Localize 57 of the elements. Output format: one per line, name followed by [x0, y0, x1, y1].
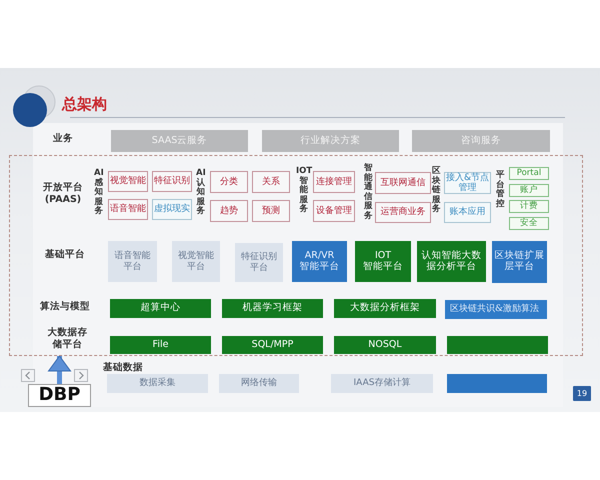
group-label: AI感知服务	[94, 169, 104, 217]
storage-bar	[447, 336, 548, 354]
data-box	[447, 374, 547, 393]
data-box: 网络传输	[219, 374, 299, 393]
group-label: 区块链服务	[432, 167, 441, 215]
title: 总架构	[62, 95, 107, 114]
group-label: 平台管控	[496, 171, 505, 210]
control-box: 计费	[509, 200, 549, 213]
page-number: 19	[573, 386, 591, 401]
function-box: 关系	[252, 171, 290, 193]
function-box: 虚拟现实	[152, 199, 192, 220]
framework-bar: 超算中心	[110, 299, 211, 318]
platform-box: 区块链扩展层平台	[492, 241, 547, 283]
row-label: 基础数据	[103, 362, 143, 374]
control-box: 安全	[509, 217, 549, 230]
storage-bar: File	[110, 336, 211, 354]
row-label: 开放平台 (PAAS)	[42, 182, 84, 207]
service-box: SAAS云服务	[111, 130, 248, 152]
group-label: AI认知服务	[196, 169, 206, 217]
row-label: 算法与模型	[39, 301, 91, 314]
data-box: IAAS存储计算	[331, 374, 433, 393]
service-box: 咨询服务	[412, 130, 550, 152]
group-label: 智能通信服务	[364, 164, 373, 222]
function-box: 账本应用	[444, 202, 491, 223]
framework-bar: 机器学习框架	[222, 299, 323, 318]
row-label: 基础平台	[44, 249, 86, 262]
function-box: 设备管理	[313, 200, 355, 222]
platform-box: 特征识别平台	[235, 243, 283, 282]
platform-box: IOT 智能平台	[355, 241, 411, 282]
function-box: 趋势	[210, 200, 248, 222]
function-box: 连接管理	[313, 171, 355, 193]
function-box: 接入&节点管理	[444, 172, 491, 194]
group-label: IOT智能服务	[296, 167, 312, 215]
platform-box: 语音智能平台	[108, 241, 157, 282]
framework-bar: 区块链共识&激励算法	[445, 300, 547, 319]
function-box: 视觉智能	[108, 171, 148, 192]
platform-box: 视觉智能平台	[172, 241, 220, 282]
dbp-box: DBP	[28, 384, 91, 407]
storage-bar: NOSQL	[334, 336, 436, 354]
data-box: 数据采集	[107, 374, 208, 393]
control-box: Portal	[509, 167, 549, 180]
storage-bar: SQL/MPP	[222, 336, 323, 354]
function-box: 分类	[210, 171, 248, 193]
platform-box: 认知智能大数据分析平台	[417, 241, 486, 282]
platform-box: AR/VR 智能平台	[292, 241, 347, 282]
control-box: 账户	[509, 184, 549, 197]
arrow	[48, 356, 71, 384]
function-box: 语音智能	[108, 199, 148, 220]
service-box: 行业解决方案	[262, 130, 399, 152]
function-box: 特征识别	[152, 171, 192, 192]
dashed-frame	[9, 155, 583, 356]
function-box: 互联网通信	[375, 172, 431, 194]
row-label: 业务	[52, 133, 74, 146]
function-box: 预测	[252, 200, 290, 222]
row-label: 大数据存储平台	[47, 327, 88, 352]
framework-bar: 大数据分析框架	[334, 299, 436, 318]
function-box: 运营商业务	[375, 202, 431, 223]
